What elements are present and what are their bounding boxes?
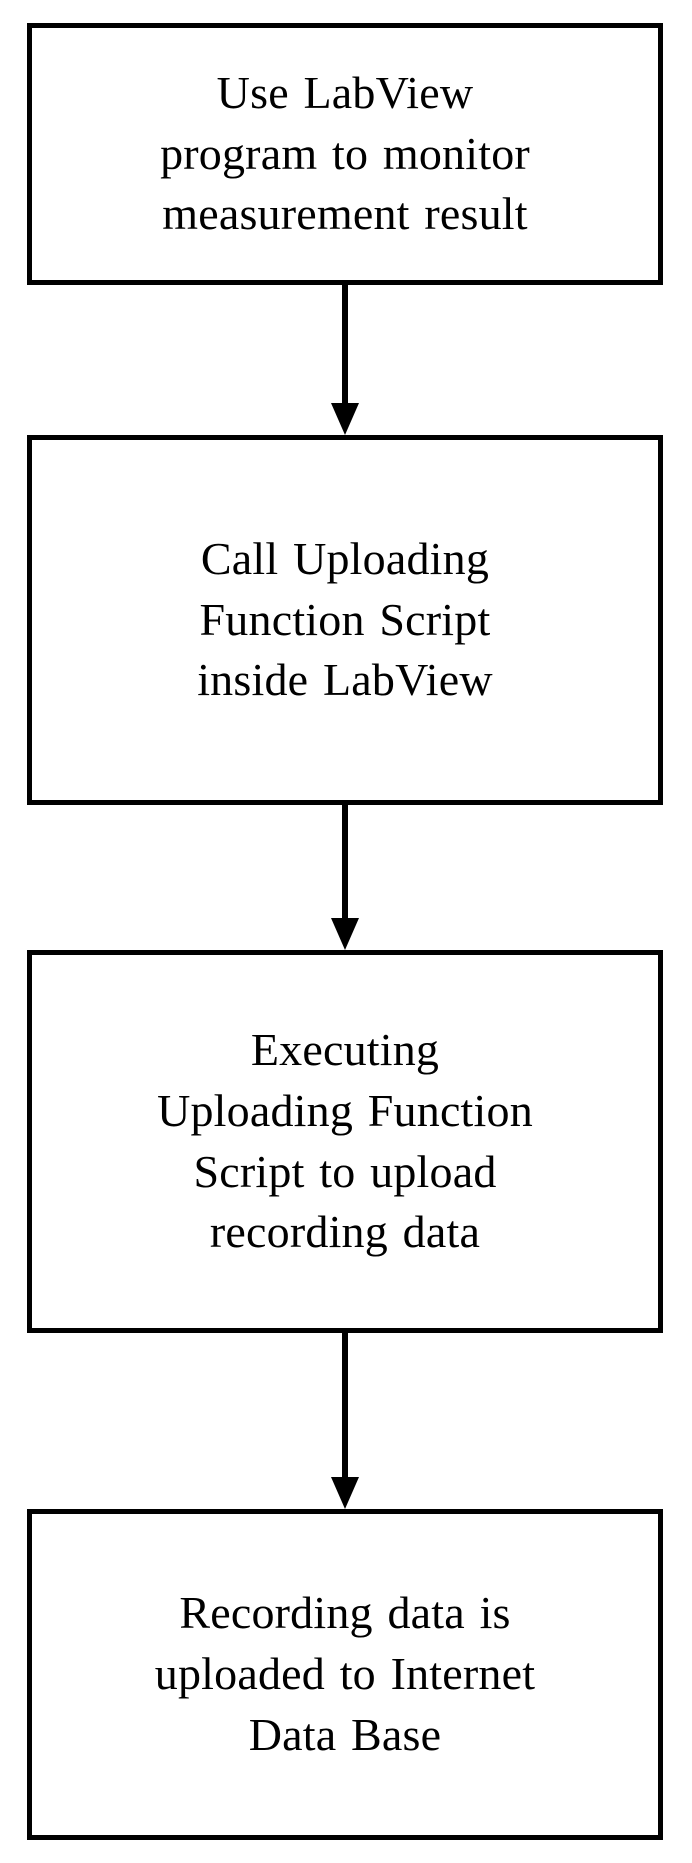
flowchart-arrow-1 <box>315 285 375 435</box>
flowchart-node-2: Call Uploading Function Script inside La… <box>27 435 663 805</box>
flowchart-node-1: Use LabView program to monitor measureme… <box>27 23 663 285</box>
flowchart-node-3: Executing Uploading Function Script to u… <box>27 950 663 1333</box>
flowchart-node-4: Recording data is uploaded to Internet D… <box>27 1509 663 1840</box>
flowchart-node-3-label: Executing Uploading Function Script to u… <box>157 1024 533 1258</box>
flowchart-arrow-2 <box>315 805 375 950</box>
flowchart-node-4-label: Recording data is uploaded to Internet D… <box>154 1587 536 1760</box>
flowchart-node-2-label: Call Uploading Function Script inside La… <box>197 532 493 706</box>
flowchart-node-1-label: Use LabView program to monitor measureme… <box>160 66 530 240</box>
flowchart-arrow-3 <box>315 1333 375 1509</box>
